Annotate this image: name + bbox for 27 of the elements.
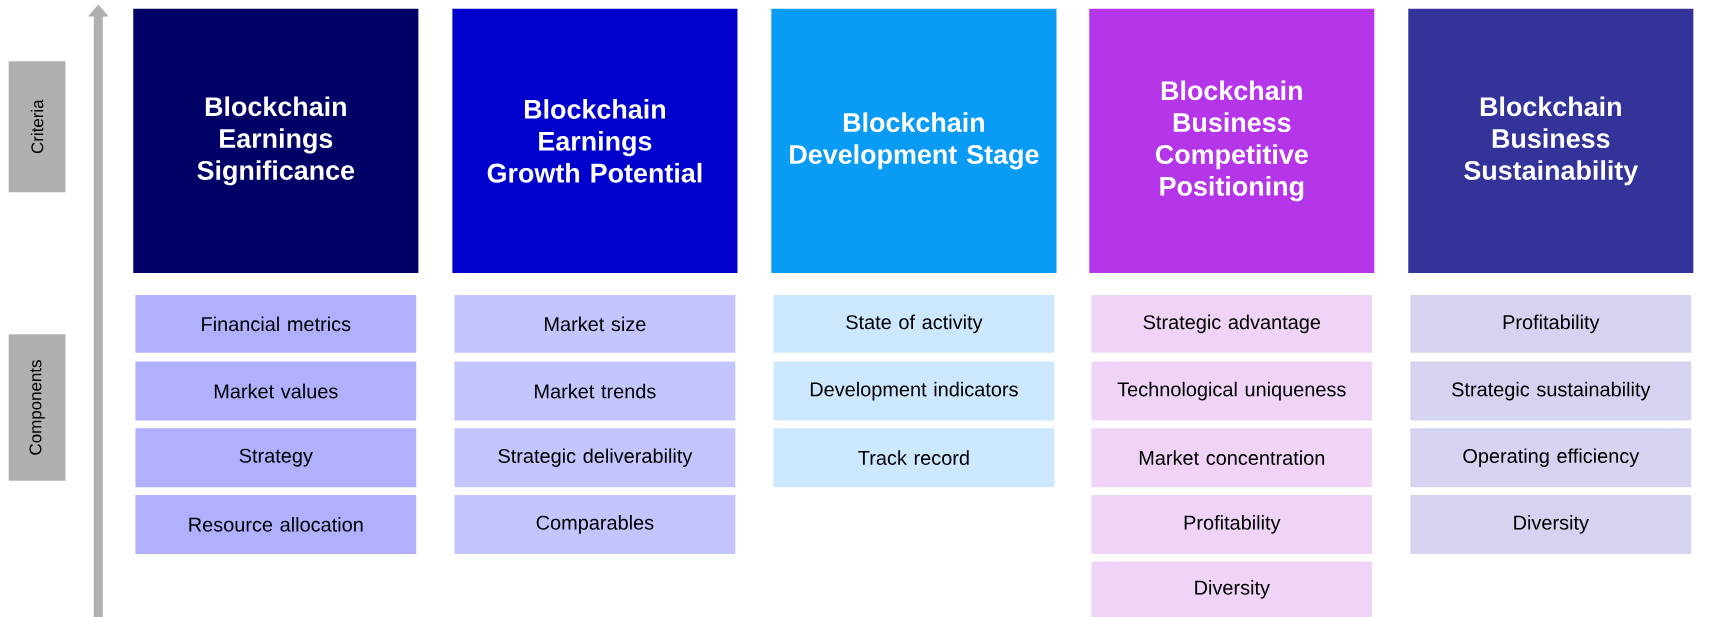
component-box: Resource allocation: [135, 494, 417, 554]
criteria-box: Blockchain Business Competitive Positioning: [1089, 8, 1375, 274]
component-box: Technological uniqueness: [1091, 361, 1373, 421]
component-box: Diversity: [1410, 494, 1692, 554]
component-box: Operating efficiency: [1410, 428, 1692, 488]
component-box: Comparables: [454, 494, 736, 554]
component-box: Market concentration: [1091, 428, 1373, 488]
criteria-box: Blockchain Development Stage: [771, 8, 1057, 274]
component-box: Track record: [773, 428, 1055, 488]
criteria-box: Blockchain Earnings Growth Potential: [452, 8, 738, 274]
side-label-box: Criteria: [8, 61, 66, 193]
component-box: Development indicators: [773, 361, 1055, 421]
component-box: Strategic sustainability: [1410, 361, 1692, 421]
component-box: Financial metrics: [135, 294, 417, 353]
component-box: Market values: [135, 361, 417, 421]
component-box: State of activity: [773, 294, 1055, 353]
component-box: Market size: [454, 294, 736, 353]
component-box: Strategic deliverability: [454, 428, 736, 488]
criteria-box: Blockchain Business Sustainability: [1408, 8, 1694, 274]
component-box: Strategy: [135, 428, 417, 488]
component-box: Diversity: [1091, 561, 1373, 617]
side-label-box: Components: [8, 334, 66, 481]
criteria-box: Blockchain Earnings Significance: [133, 8, 419, 274]
component-box: Profitability: [1091, 494, 1373, 554]
component-box: Profitability: [1410, 294, 1692, 353]
component-box: Market trends: [454, 361, 736, 421]
component-box: Strategic advantage: [1091, 294, 1373, 353]
